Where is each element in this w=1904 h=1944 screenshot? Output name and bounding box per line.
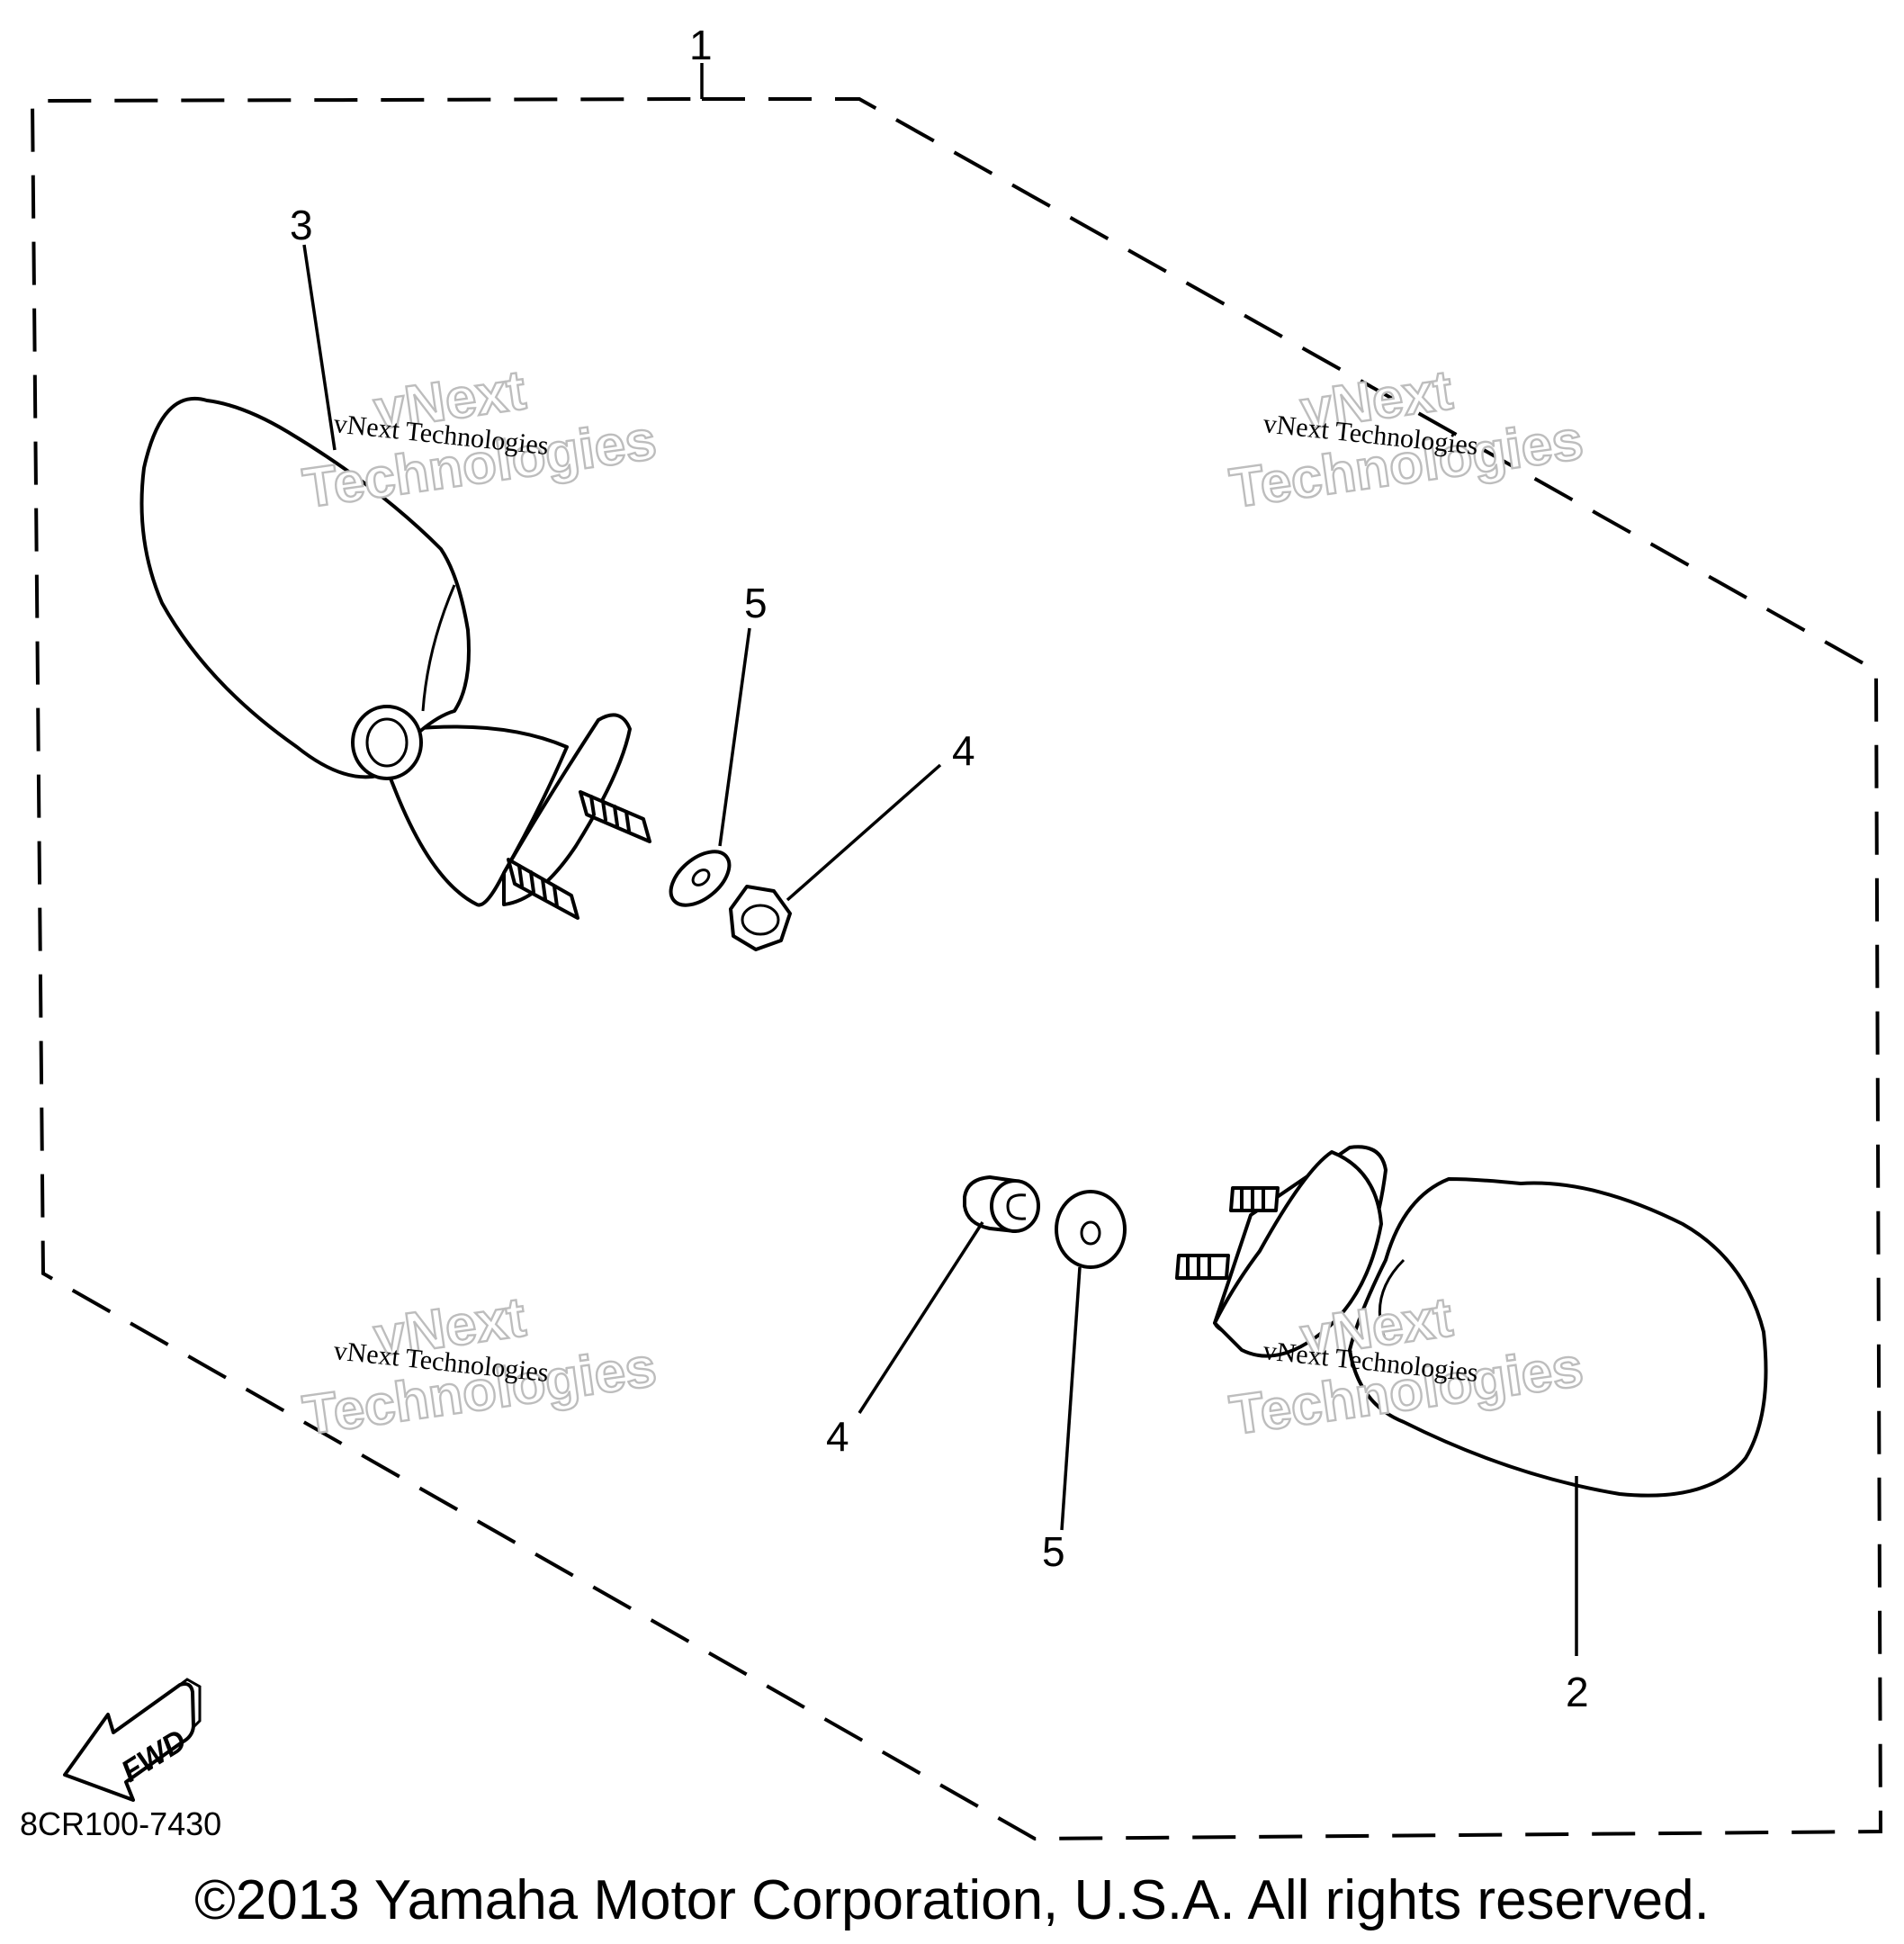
callout-5-upper-leader (718, 627, 751, 847)
callout-2: 2 (1566, 1669, 1589, 1715)
callout-4-lower-leader (858, 1221, 984, 1414)
callout-5-lower: 5 (1042, 1528, 1065, 1575)
callout-5-upper: 5 (744, 580, 768, 626)
fwd-arrow-icon: FWD (63, 1678, 202, 1802)
callout-3: 3 (290, 202, 313, 248)
right-mirror (1175, 1145, 1768, 1498)
lower-nut (963, 1175, 1040, 1233)
upper-nut (729, 885, 792, 951)
callout-3-leader (302, 244, 337, 451)
callout-4-upper: 4 (952, 727, 975, 774)
callout-4-upper-leader (786, 763, 942, 902)
callout-5-lower-leader (1060, 1266, 1082, 1531)
left-mirror (139, 396, 651, 920)
copyright-notice: ©2013 Yamaha Motor Corporation, U.S.A. A… (194, 1869, 1710, 1931)
callout-1: 1 (689, 22, 713, 68)
lower-washer (1055, 1190, 1127, 1269)
kit-dashed-outline (30, 97, 1883, 1841)
upper-washer (669, 850, 732, 907)
drawing-code: 8CR100-7430 (20, 1805, 222, 1842)
callout-4-lower: 4 (826, 1413, 849, 1460)
